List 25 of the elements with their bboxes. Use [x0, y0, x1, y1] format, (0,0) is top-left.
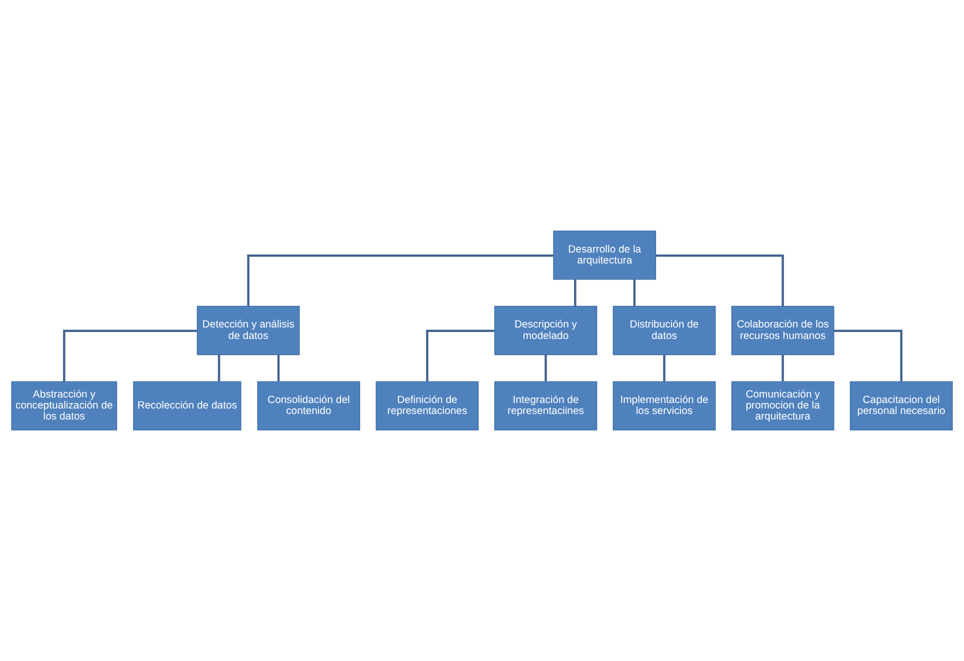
node-box: Definición de representaciones	[376, 381, 479, 430]
node-box: Comunicación y promocion de la arquitectura	[731, 381, 834, 430]
connector	[663, 354, 666, 382]
node-box: Consolidación del contenido	[257, 381, 360, 430]
node-box: Descripción y modelado	[494, 306, 598, 356]
connector	[544, 354, 547, 382]
connector	[633, 279, 636, 306]
node-box: Detección y análisis de datos	[196, 306, 300, 356]
connector	[277, 354, 280, 382]
node-box: Integración de representaciines	[494, 381, 598, 430]
connector	[63, 330, 198, 382]
node-box: Recolección de datos	[133, 381, 242, 430]
connector	[782, 354, 784, 382]
node-box: Abstracción y conceptualización de los datos	[11, 381, 118, 430]
node-box: Desarrollo de la arquitectura	[553, 230, 656, 280]
node-box: Implementación de los servicios	[612, 381, 716, 430]
connector	[247, 254, 554, 306]
connector	[218, 354, 220, 382]
connector	[656, 254, 784, 306]
node-box: Colaboración de los recursos humanos	[731, 306, 834, 356]
node-box: Capacitacion del personal necesario	[850, 381, 953, 430]
connector	[834, 330, 902, 382]
node-box: Distribución de datos	[612, 306, 716, 356]
connector	[574, 279, 576, 306]
connector	[426, 330, 494, 382]
